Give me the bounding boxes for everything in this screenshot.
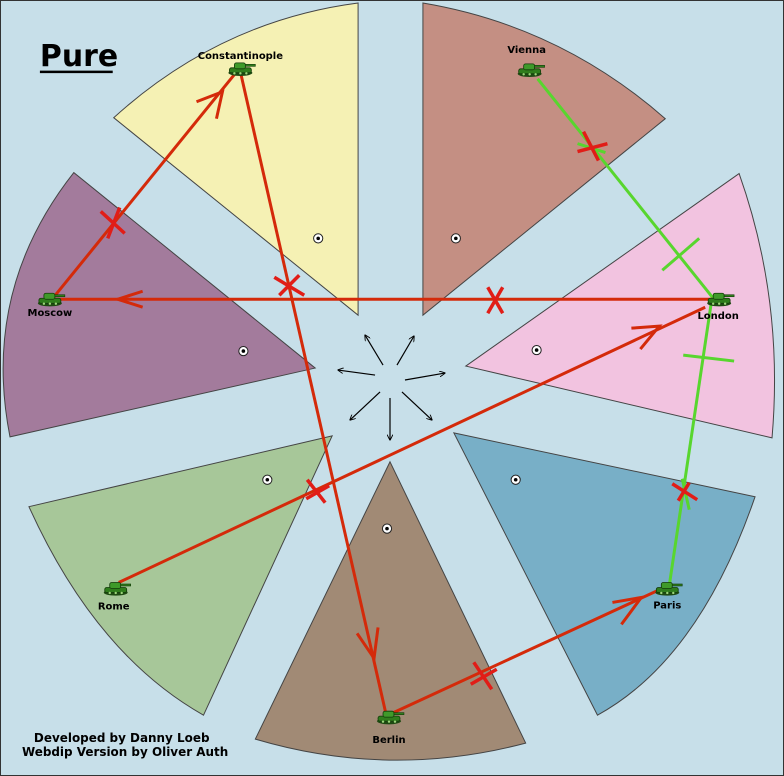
supply-center-icon-constantinople	[313, 233, 324, 244]
failed-mark-constantinople-berlin	[273, 274, 306, 297]
failed-mark-berlin-paris	[469, 661, 498, 691]
failed-mark-paris-support	[671, 481, 699, 502]
label-vienna: Vienna	[507, 45, 546, 56]
label-london: London	[697, 311, 738, 322]
failed-mark-london-moscow	[486, 286, 505, 315]
credit-line-2: Webdip Version by Oliver Auth	[22, 745, 228, 759]
failed-mark-rome-london	[305, 478, 331, 504]
label-rome: Rome	[98, 601, 130, 612]
scatter-arrows-icon	[338, 335, 445, 440]
supply-center-icon-moscow	[238, 346, 249, 357]
territory-rome[interactable]	[28, 435, 334, 716]
supply-center-icon-berlin	[381, 523, 393, 534]
label-constantinople: Constantinople	[198, 51, 283, 62]
territory-vienna[interactable]	[422, 2, 667, 317]
order-london-to-moscow	[52, 289, 713, 309]
credit-line-1: Developed by Danny Loeb	[34, 731, 210, 745]
order-constantinople-to-berlin	[238, 71, 388, 715]
label-paris: Paris	[653, 600, 681, 611]
supply-center-icon-rome	[262, 474, 273, 485]
supply-center-icon-paris	[510, 474, 521, 485]
territory-moscow[interactable]	[2, 171, 317, 438]
order-rome-to-london	[118, 305, 706, 584]
failed-mark-moscow-constantinople	[99, 206, 126, 240]
label-berlin: Berlin	[372, 735, 405, 746]
territory-paris[interactable]	[452, 432, 756, 716]
map-title: Pure	[40, 39, 118, 74]
order-moscow-to-constantinople	[51, 69, 239, 300]
order-berlin-to-paris	[387, 586, 665, 717]
failed-mark-vienna-support	[577, 130, 608, 162]
supply-center-icon-london	[531, 345, 542, 356]
supply-center-icon-vienna	[450, 233, 461, 244]
territory-berlin[interactable]	[254, 460, 527, 761]
label-moscow: Moscow	[28, 308, 73, 319]
territory-constantinople[interactable]	[112, 2, 359, 317]
